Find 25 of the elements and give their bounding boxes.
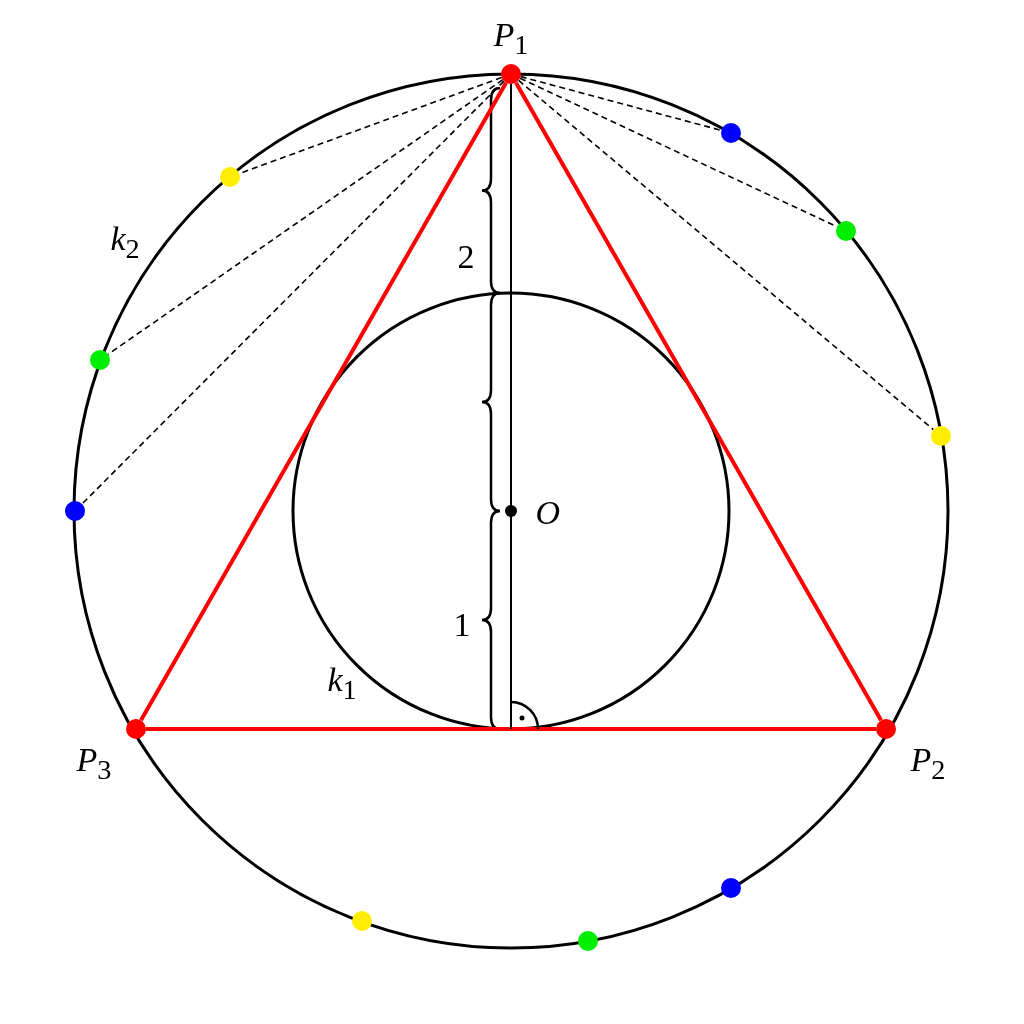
point bbox=[836, 221, 856, 241]
point bbox=[578, 931, 598, 951]
length-label: 1 bbox=[453, 608, 471, 642]
point bbox=[931, 426, 951, 446]
point bbox=[721, 123, 741, 143]
point bbox=[220, 167, 240, 187]
dashed-chord bbox=[517, 79, 935, 431]
circle-label: k$_{2}$ bbox=[110, 221, 140, 263]
point bbox=[65, 501, 85, 521]
point bbox=[352, 911, 372, 931]
dashed-chord bbox=[81, 80, 505, 505]
point bbox=[721, 878, 741, 898]
vertex-label: P$_{1}$ bbox=[493, 17, 529, 59]
right-angle-mark bbox=[510, 700, 540, 730]
dashed-chord bbox=[519, 75, 723, 132]
vertex-label: P$_{3}$ bbox=[76, 742, 112, 784]
point bbox=[90, 350, 110, 370]
triangle-side bbox=[146, 727, 876, 731]
triangle-side bbox=[510, 83, 512, 730]
triangle-side bbox=[514, 81, 883, 722]
circle-label: k$_{1}$ bbox=[327, 662, 357, 704]
length-label: 2 bbox=[457, 240, 475, 274]
vertex-label: P$_{2}$ bbox=[910, 742, 946, 784]
triangle-side bbox=[139, 81, 508, 722]
point-label: O bbox=[535, 496, 561, 530]
